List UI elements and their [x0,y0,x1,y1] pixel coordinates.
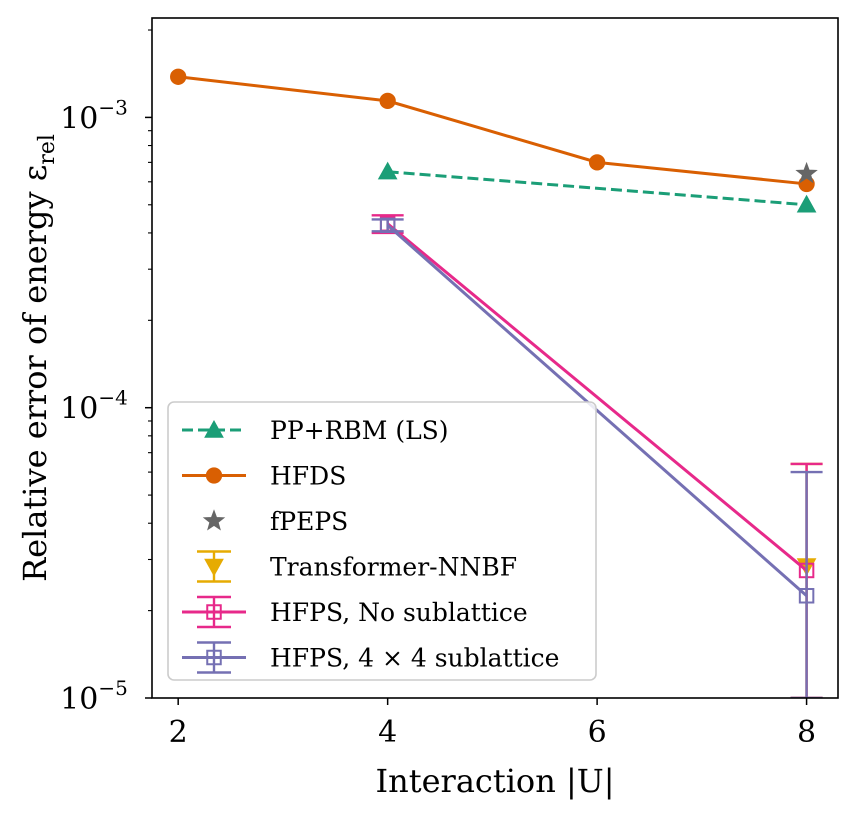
series-line [178,75,807,186]
legend-entry: fPEPS [202,507,348,536]
y-tick-label: 10−5 [60,676,128,717]
legend-marker [204,419,224,438]
series-line [387,170,807,207]
legend-entry: PP+RBM (LS) [182,416,449,445]
legend-entry: HFPS, 4 × 4 sublattice [182,641,559,674]
data-point [796,194,817,213]
x-axis-label: Interaction |U| [375,762,614,800]
data-point [798,588,815,604]
plot-frame [151,17,839,699]
x-tick-label: 4 [378,715,397,750]
series-line [386,224,808,597]
legend-label: HFPS, No sublattice [270,598,528,627]
legend-box [167,401,597,681]
legend-entry: HFPS, No sublattice [182,595,528,629]
x-tick-label: 2 [169,715,188,750]
legend-label: fPEPS [270,507,348,536]
data-point [170,68,187,85]
series-layer [170,68,823,698]
data-point [588,154,606,171]
legend-marker [206,604,222,620]
legend-label: HFPS, 4 × 4 sublattice [270,644,559,673]
legend-label: HFDS [270,462,346,491]
x-tick-label: 6 [588,715,607,750]
data-point [379,92,396,110]
legend-entry: Transformer-NNBF [197,550,517,583]
y-tick-label: 10−3 [60,95,128,136]
legend: PP+RBM (LS) HFDS fPEPS Transformer-NNBF HFPS… [167,401,597,681]
series-0 [377,161,817,213]
legend-entry: HFDS [182,462,346,491]
legend-marker [206,649,222,666]
legend-marker [202,509,226,531]
legend-label: PP+RBM (LS) [270,416,449,445]
data-point [377,161,398,180]
data-point [379,217,396,234]
series-line [386,222,808,572]
series-1 [170,68,815,193]
series-5 [371,217,823,698]
legend-label: Transformer-NNBF [270,553,517,582]
x-tick-label: 8 [797,715,816,750]
series-2 [795,161,818,184]
data-point [795,161,818,184]
legend-marker [204,558,224,577]
y-axis-label: Relative error of energy εrel [16,134,60,582]
y-tick-label: 10−4 [60,386,128,427]
legend-marker [205,467,223,484]
